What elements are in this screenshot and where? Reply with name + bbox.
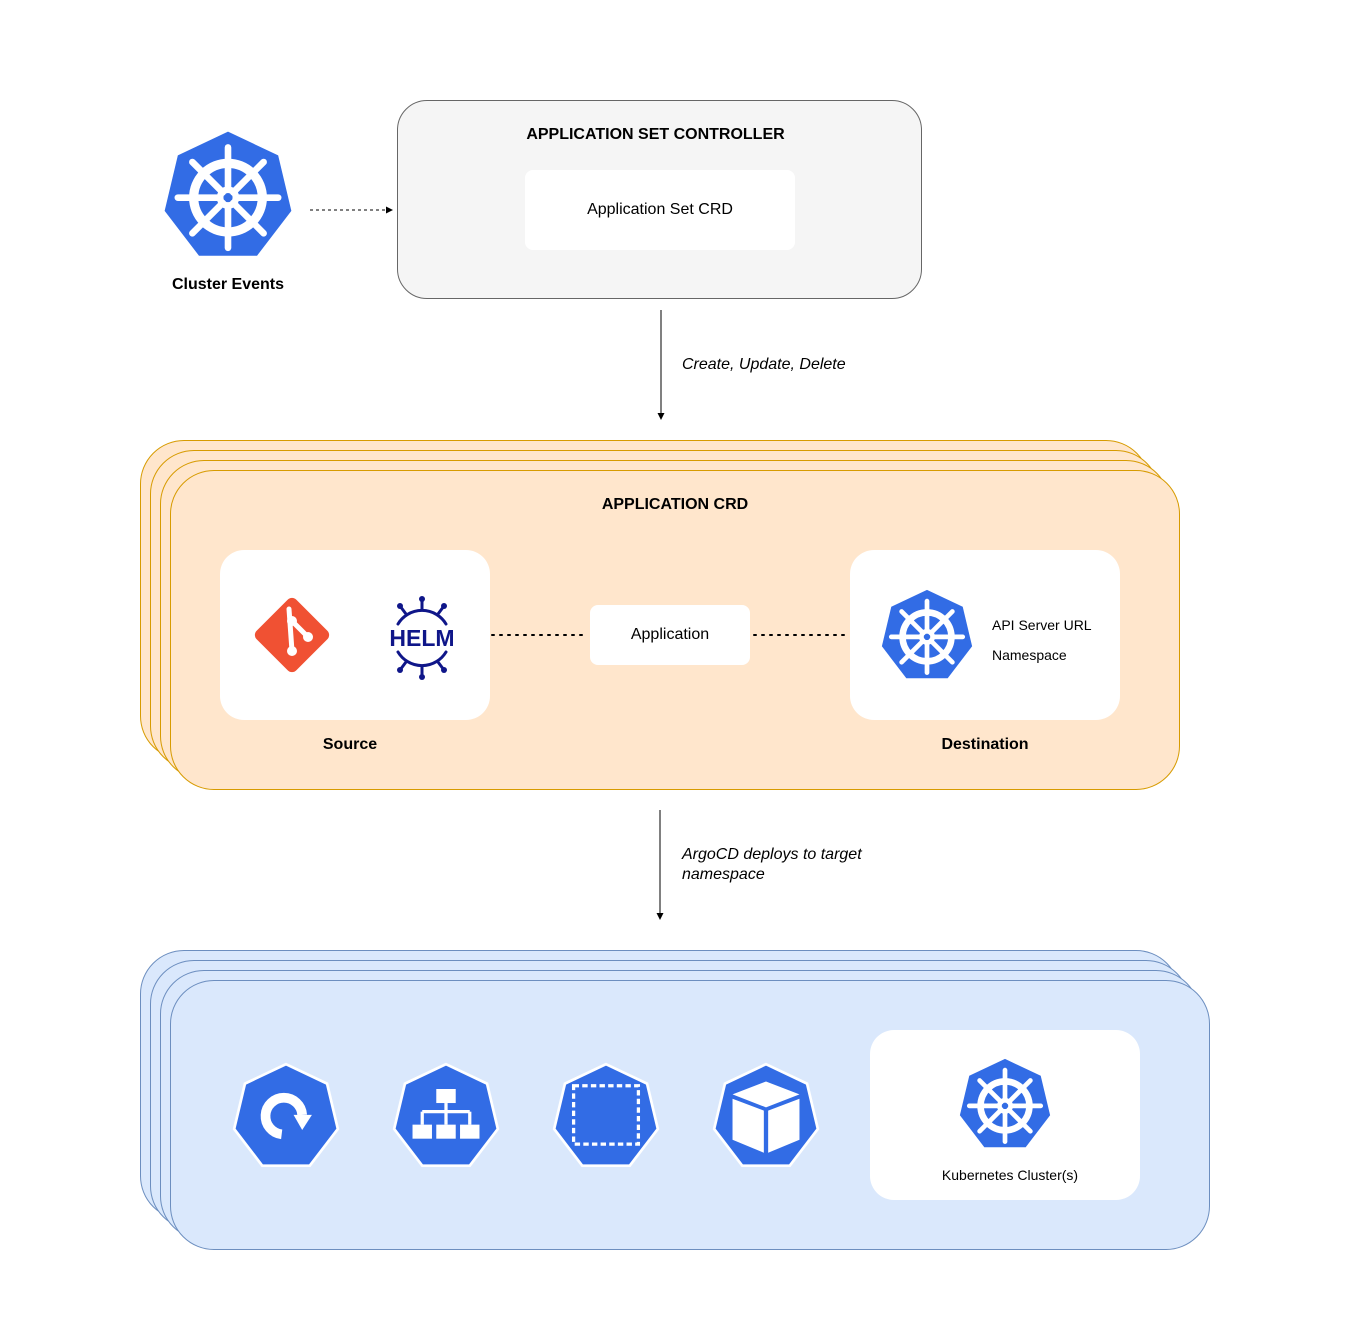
api-server-url-field: API Server URL bbox=[992, 617, 1092, 633]
pod-icon bbox=[712, 1062, 820, 1168]
source-label: Source bbox=[322, 736, 378, 753]
kubernetes-icon bbox=[957, 1057, 1053, 1151]
controller-title: APPLICATION SET CONTROLLER bbox=[526, 126, 785, 143]
destination-label: Destination bbox=[941, 736, 1029, 753]
create-update-delete-label: Create, Update, Delete bbox=[682, 356, 846, 373]
namespace-icon bbox=[552, 1062, 660, 1168]
application-crd-title: APPLICATION CRD bbox=[601, 496, 749, 513]
application-set-crd: Application Set CRD bbox=[525, 170, 795, 250]
namespace-field: Namespace bbox=[992, 647, 1067, 663]
destination-connector bbox=[753, 634, 849, 636]
kubernetes-icon bbox=[160, 129, 296, 261]
create-arrow bbox=[657, 310, 665, 420]
deployment-icon bbox=[232, 1062, 340, 1168]
source-connector bbox=[491, 634, 589, 636]
deploy-arrow bbox=[656, 810, 664, 920]
application-set-crd-label: Application Set CRD bbox=[587, 201, 733, 218]
kubernetes-icon bbox=[879, 588, 975, 682]
application-label: Application bbox=[630, 626, 710, 643]
event-arrow bbox=[310, 206, 393, 214]
helm-icon: HELM bbox=[389, 596, 455, 680]
cluster-events-label: Cluster Events bbox=[171, 276, 285, 293]
helm-text: HELM bbox=[389, 625, 454, 651]
application-box: Application bbox=[590, 605, 750, 665]
kubernetes-clusters-label: Kubernetes Cluster(s) bbox=[941, 1167, 1079, 1183]
deploy-label-line1: ArgoCD deploys to target bbox=[682, 846, 862, 863]
git-icon bbox=[254, 597, 330, 673]
deploy-label-line2: namespace bbox=[682, 866, 765, 883]
service-icon bbox=[392, 1062, 500, 1168]
